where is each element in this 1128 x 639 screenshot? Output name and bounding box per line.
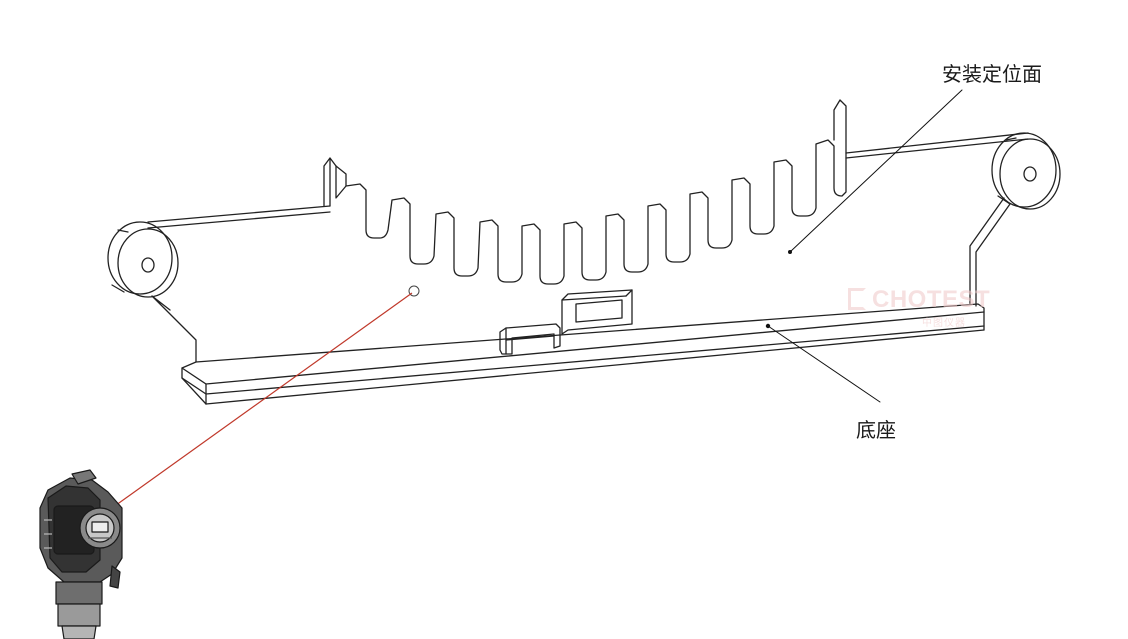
base-bar <box>181 303 985 405</box>
label-base: 底座 <box>856 418 896 442</box>
target-reflector <box>408 285 420 297</box>
mount-plate <box>151 99 847 363</box>
leader-base <box>767 325 881 403</box>
rail-strap-left-lower <box>147 211 331 229</box>
plate-right-edge <box>969 197 1011 307</box>
laser-tracker-head-icon <box>39 469 123 639</box>
rail-strap-right-lower <box>845 138 1029 159</box>
rail-strap-right <box>845 132 1029 154</box>
leader-base-dot <box>765 323 771 329</box>
base-bracket <box>499 323 561 355</box>
finger-thickness <box>323 157 347 207</box>
base-clamp <box>561 289 633 335</box>
left-pulley <box>107 221 179 298</box>
rail-strap-left <box>147 205 331 223</box>
leader-mount-dot <box>788 250 792 254</box>
watermark-sub-text: 中图仪器 <box>922 318 966 329</box>
leader-mount-surface <box>789 89 963 253</box>
right-pulley <box>991 132 1061 210</box>
label-mount-surface: 安装定位面 <box>942 62 1042 86</box>
watermark-logo-mark <box>848 288 866 310</box>
laser-beam <box>111 292 413 509</box>
watermark-logo-text: CHOTEST <box>872 286 991 313</box>
